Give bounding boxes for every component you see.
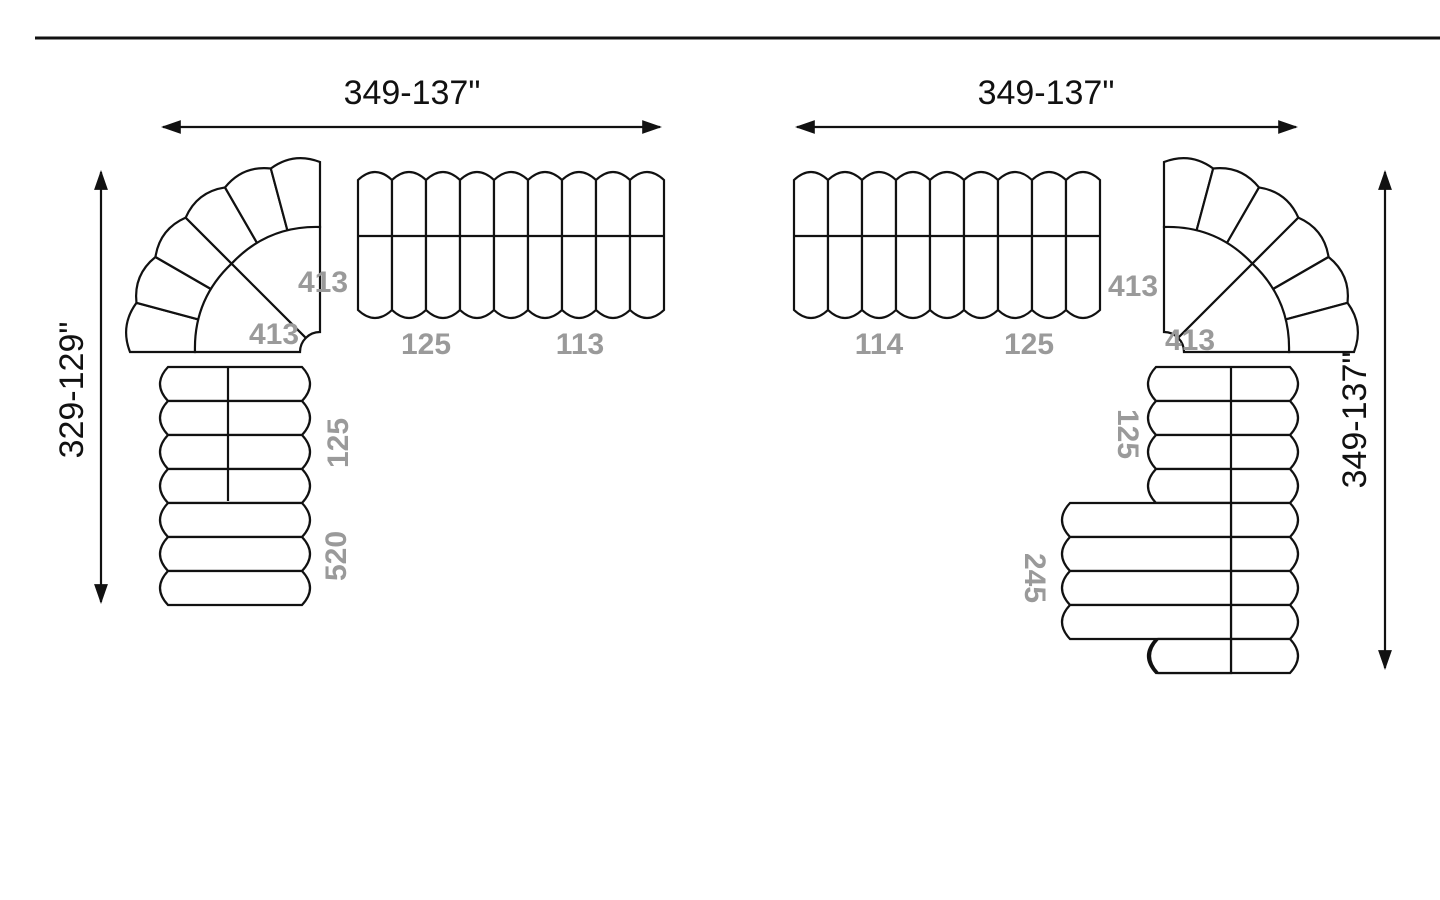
left-top-cushion xyxy=(628,170,666,320)
right-top-cushion xyxy=(996,170,1034,320)
left-code-corner-b: 413 xyxy=(249,318,299,351)
right-top-cushion xyxy=(894,170,932,320)
left-top-cushion xyxy=(424,170,462,320)
left-side-cushion xyxy=(158,467,312,505)
left-sofa-seats xyxy=(124,156,666,607)
right-code-corner-a: 413 xyxy=(1108,270,1158,303)
right-code-side-mid: 125 xyxy=(1111,409,1144,459)
right-depth-label: 349-137" xyxy=(1336,352,1374,489)
right-corner-seat-cushion xyxy=(1162,225,1254,340)
left-top-cushion xyxy=(594,170,632,320)
left-side-cushion xyxy=(158,399,312,437)
left-top-cushion xyxy=(492,170,530,320)
right-extension-cushion xyxy=(1060,535,1233,573)
right-code-top-mid: 125 xyxy=(1004,328,1054,361)
left-corner-seat-cushion xyxy=(230,225,322,340)
right-side-cushion xyxy=(1146,365,1300,403)
right-side-cushion xyxy=(1146,467,1300,505)
left-side-cushion xyxy=(158,501,312,539)
right-configuration: 349-137" 349-137" 114 125 413 413 125 24… xyxy=(792,74,1392,675)
left-corner-seat-cushion xyxy=(193,262,308,354)
right-top-cushion xyxy=(860,170,898,320)
left-code-side-end: 520 xyxy=(320,531,353,581)
left-side-cushion xyxy=(158,535,312,573)
right-code-side-ext: 245 xyxy=(1018,553,1051,603)
left-side-cushion xyxy=(158,365,312,403)
right-top-cushion xyxy=(962,170,1000,320)
right-top-cushion xyxy=(792,170,830,320)
right-side-cushion xyxy=(1146,433,1300,471)
left-top-cushion xyxy=(390,170,428,320)
left-configuration: 349-137" 329-129" 413 413 125 113 125 52… xyxy=(53,74,666,607)
right-width-label: 349-137" xyxy=(978,74,1115,112)
right-sofa-seats xyxy=(792,156,1360,675)
left-width-label: 349-137" xyxy=(344,74,481,112)
left-top-cushion xyxy=(526,170,564,320)
right-top-cushion xyxy=(928,170,966,320)
left-top-cushion xyxy=(356,170,394,320)
right-code-top-end: 114 xyxy=(855,328,904,361)
right-extension-cushion xyxy=(1060,603,1233,641)
right-top-cushion xyxy=(826,170,864,320)
right-corner-seat-cushion xyxy=(1176,262,1291,354)
right-extension-cushion xyxy=(1060,501,1233,539)
left-code-top-mid: 125 xyxy=(401,328,451,361)
right-end-cushion xyxy=(1148,637,1233,675)
right-extension-cushion xyxy=(1060,569,1233,607)
left-side-cushion xyxy=(158,433,312,471)
left-top-cushion xyxy=(560,170,598,320)
left-code-side-mid: 125 xyxy=(322,418,355,468)
right-top-cushion xyxy=(1030,170,1068,320)
left-depth-label: 329-129" xyxy=(53,322,91,459)
right-code-corner-b: 413 xyxy=(1165,324,1215,357)
right-side-cushion xyxy=(1146,399,1300,437)
left-code-corner-a: 413 xyxy=(298,266,348,299)
left-code-top-end: 113 xyxy=(556,328,604,361)
left-top-cushion xyxy=(458,170,496,320)
right-top-cushion xyxy=(1064,170,1102,320)
left-side-cushion xyxy=(158,569,312,607)
